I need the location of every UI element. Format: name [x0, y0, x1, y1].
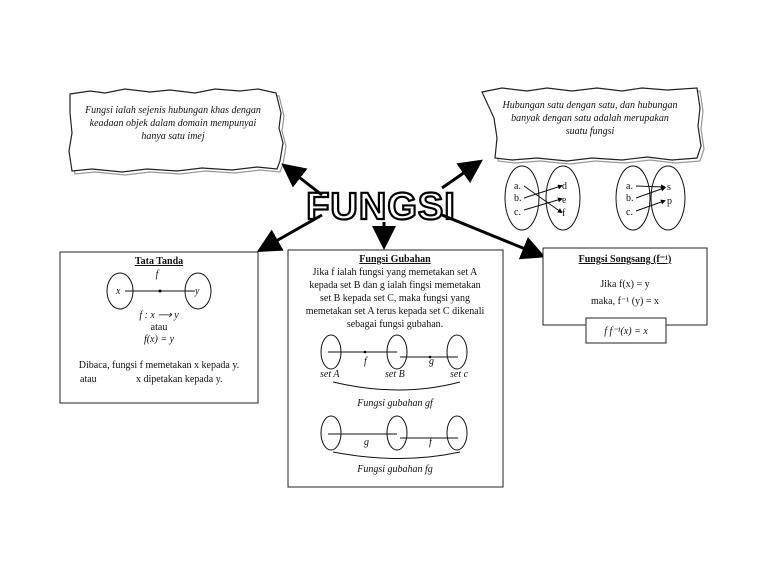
gubahan-text: Jika f ialah fungsi yang memetakan set A	[313, 267, 478, 278]
songsang-line: maka, f⁻¹ (y) = x	[591, 296, 659, 307]
reading-text: Dibaca, fungsi f memetakan x kepada y.	[79, 360, 239, 371]
notation-mapping: f : x ⟶ y	[139, 310, 179, 321]
tata-tanda-heading: Tata Tanda	[135, 256, 183, 267]
codomain-label: f	[562, 208, 566, 219]
or-text: atau	[80, 374, 97, 385]
or-text: atau	[151, 322, 168, 333]
function-f-label: f	[429, 437, 433, 448]
title: FUNGSI	[306, 186, 456, 228]
codomain-label: p	[667, 196, 672, 207]
definition-line: keadaan objek dalam domain mempunyai	[90, 118, 257, 129]
notation-function: f(x) = y	[144, 334, 175, 345]
reading-text: x dipetakan kepada y.	[136, 374, 223, 385]
codomain-y-label: y	[194, 286, 200, 297]
gubahan-text: kepada set B dan g ialah fingsi memetaka…	[309, 280, 480, 291]
domain-label: a.	[514, 181, 521, 192]
set-a-label: set A	[320, 369, 340, 380]
tata-tanda-box: Tata Tanda f x y f : x ⟶ y atau f(x) = y…	[59, 251, 259, 404]
relations-line: suatu fungsi	[566, 126, 615, 137]
function-f-label: f	[364, 356, 368, 367]
songsang-heading: Fungsi Songsang (f⁻¹)	[579, 254, 672, 265]
domain-x-label: x	[115, 286, 121, 297]
gubahan-text: memetakan set A terus kepada set C diken…	[306, 306, 485, 317]
gubahan-text: sebagai fungsi gubahan.	[347, 319, 443, 330]
songsang-line: Jika f(x) = y	[600, 279, 649, 290]
caption-gf: Fungsi gubahan gf	[356, 398, 434, 409]
inverse-identity: f f⁻¹(x) = x	[604, 326, 648, 337]
definition-line: Fungsi ialah sejenis hubungan khas denga…	[84, 105, 261, 116]
definition-line: hanya satu imej	[141, 131, 205, 142]
function-label: f	[156, 269, 160, 280]
fungsi-songsang-box: Fungsi Songsang (f⁻¹) Jika f(x) = y maka…	[542, 247, 708, 344]
fungsi-gubahan-box: Fungsi Gubahan Jika f ialah fungsi yang …	[287, 249, 504, 488]
domain-label: b.	[626, 193, 634, 204]
codomain-label: e	[562, 195, 567, 206]
codomain-label: d	[562, 181, 567, 192]
domain-label: b.	[514, 193, 522, 204]
domain-label: a.	[626, 181, 633, 192]
connector-arrows	[256, 159, 546, 260]
definition-note: Fungsi ialah sejenis hubungan khas denga…	[68, 88, 287, 176]
gubahan-text: set B kepada set C, maka fungsi yang	[320, 293, 470, 304]
relations-note: Hubungan satu dengan satu, dan hubungan …	[481, 87, 705, 165]
domain-label: c.	[514, 207, 521, 218]
domain-label: c.	[626, 207, 633, 218]
codomain-label: s	[667, 182, 671, 193]
function-g-label: g	[429, 356, 434, 367]
gubahan-heading: Fungsi Gubahan	[359, 254, 431, 265]
many-to-one-diagram: a. b. c. s p	[615, 165, 686, 231]
caption-fg: Fungsi gubahan fg	[356, 464, 433, 475]
one-to-one-diagram: a. b. c. d e f	[504, 165, 581, 231]
set-b-label: set B	[385, 369, 405, 380]
function-g-label: g	[364, 437, 369, 448]
relations-line: banyak dengan satu adalah merupakan	[511, 113, 669, 124]
relations-line: Hubungan satu dengan satu, dan hubungan	[502, 100, 678, 111]
set-c-label: set c	[450, 369, 469, 380]
